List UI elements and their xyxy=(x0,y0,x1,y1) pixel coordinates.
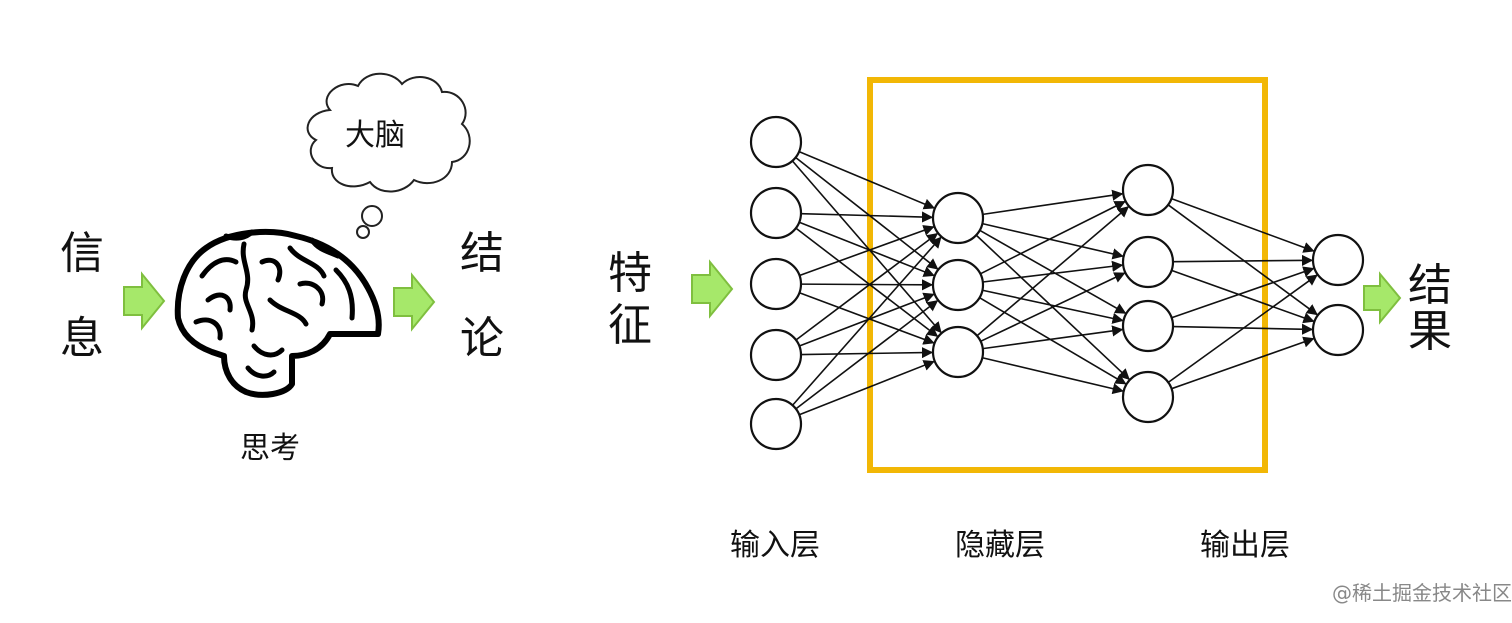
hidden-layer-highlight-box xyxy=(867,77,1268,473)
hidden-node xyxy=(1121,299,1175,353)
network-edge xyxy=(982,289,1124,324)
network-edge xyxy=(979,297,1127,385)
network-edge xyxy=(1167,274,1318,384)
input-node xyxy=(749,257,803,311)
network-edge xyxy=(980,272,1126,343)
input-node xyxy=(749,115,803,169)
result-label: 结 果 xyxy=(1408,260,1466,357)
network-edge xyxy=(1171,269,1315,324)
network-edge xyxy=(798,221,935,277)
input-layer-caption: 输入层 xyxy=(730,528,820,563)
network-edge xyxy=(799,225,935,277)
network-edge xyxy=(798,360,935,416)
output-node xyxy=(1311,233,1365,287)
brain-bubble-text: 大脑 xyxy=(345,118,405,153)
network-edge xyxy=(800,211,934,223)
brain-diagram: 信 息 大脑 思考 结 论 xyxy=(60,72,518,466)
network-edge xyxy=(1171,336,1315,390)
hidden-node xyxy=(1121,235,1175,289)
network-edge xyxy=(798,150,936,210)
input-node xyxy=(749,397,803,451)
network-edge xyxy=(799,292,935,347)
network-edge xyxy=(982,222,1124,260)
right-arrow-icon xyxy=(123,271,166,331)
output-layer-caption: 输出层 xyxy=(1200,528,1290,563)
network-edge xyxy=(791,160,942,334)
network-edge xyxy=(982,260,1124,283)
network-edge xyxy=(982,325,1124,350)
network-edge xyxy=(976,206,1130,337)
right-arrow-icon xyxy=(691,259,734,319)
network-edge xyxy=(982,189,1124,216)
hidden-layer-caption: 隐藏层 xyxy=(955,528,1045,563)
network-edge xyxy=(1172,254,1314,266)
hidden-node xyxy=(931,325,985,379)
input-node xyxy=(749,186,803,240)
info-label: 信 息 xyxy=(60,228,118,364)
network-edge xyxy=(795,300,939,410)
input-node xyxy=(749,328,803,382)
network-edge xyxy=(1171,197,1315,253)
hidden-node xyxy=(1121,163,1175,217)
network-edge xyxy=(980,200,1126,275)
watermark: @稀土掘金技术社区 xyxy=(1332,581,1512,605)
network-edge xyxy=(799,292,935,345)
network-edge xyxy=(800,346,934,359)
neural-network: 特 征 结 果 输入层 隐藏层 输出层 xyxy=(608,77,1466,563)
hidden-node xyxy=(931,258,985,312)
conclusion-label: 结 论 xyxy=(460,228,518,364)
feature-label: 特 征 xyxy=(608,248,666,351)
hidden-node xyxy=(1121,370,1175,424)
network-edge xyxy=(982,356,1124,395)
network-nodes xyxy=(749,115,1365,451)
network-edges xyxy=(791,150,1318,416)
right-arrow-icon xyxy=(393,272,436,332)
network-edge xyxy=(800,279,934,291)
network-edge xyxy=(795,232,939,341)
brain-icon xyxy=(174,229,382,398)
hidden-node xyxy=(931,191,985,245)
right-arrow-icon xyxy=(1363,271,1402,325)
network-edge xyxy=(1167,204,1318,316)
network-edge xyxy=(795,156,939,270)
network-edge xyxy=(1171,266,1315,319)
network-edge xyxy=(791,236,942,406)
thought-bubble: 大脑 xyxy=(306,72,471,239)
thinking-caption: 思考 xyxy=(240,431,300,466)
output-node xyxy=(1311,303,1365,357)
